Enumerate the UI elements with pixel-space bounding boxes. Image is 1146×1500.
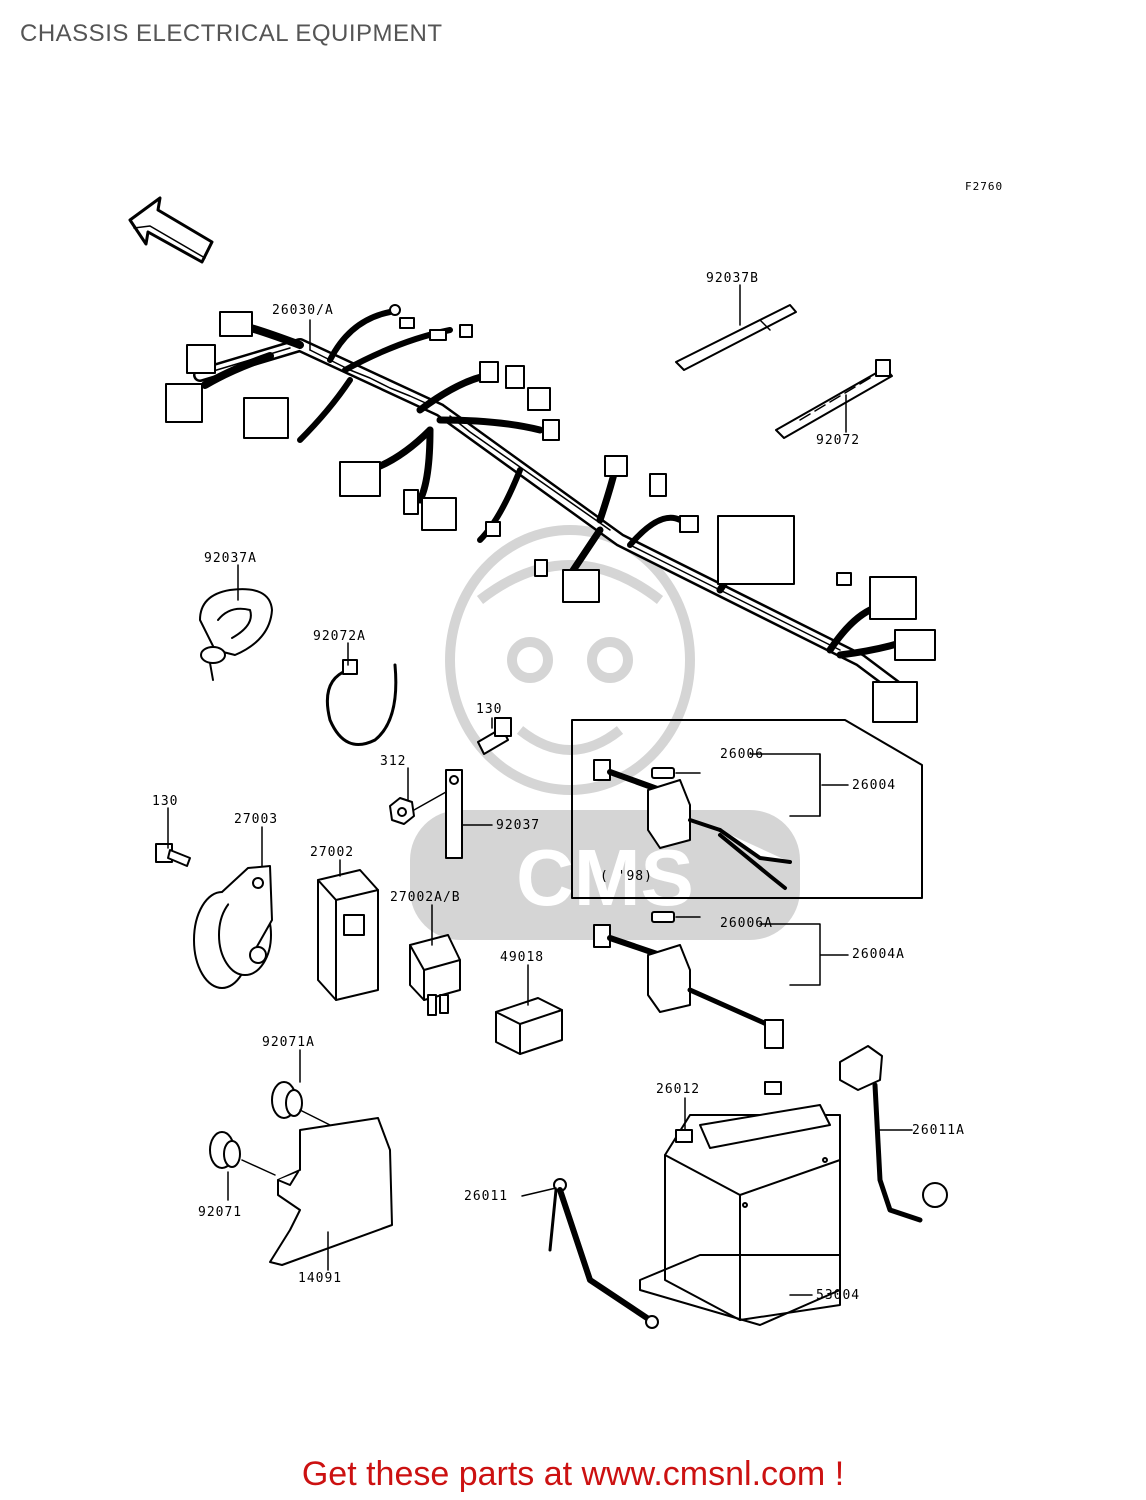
relay-27002: [317, 869, 379, 1001]
relay-27002ab: [409, 934, 461, 1016]
page-title: CHASSIS ELECTRICAL EQUIPMENT: [20, 20, 443, 47]
grommet-92071: [209, 1131, 241, 1169]
part-label-312: 312: [380, 754, 407, 769]
part-label-130-upper: 130: [476, 702, 503, 717]
part-label-26004a: 26004A: [852, 947, 905, 962]
strap-92037b: [675, 304, 797, 371]
part-label-14091: 14091: [298, 1271, 343, 1286]
battery-26012: [664, 1081, 841, 1321]
part-label-92072a: 92072A: [313, 629, 366, 644]
part-label-26006: 26006: [720, 747, 765, 762]
cable-26011a: [839, 1045, 948, 1223]
part-label-26011a: 26011A: [912, 1123, 965, 1138]
horn-27003: [193, 865, 273, 989]
part-label-92071: 92071: [198, 1205, 243, 1220]
variant-box-98: [571, 719, 923, 899]
fuse-holder-26004a: [593, 911, 784, 1049]
part-label-27002ab: 27002A/B: [390, 890, 461, 905]
promo-footer-link[interactable]: Get these parts at www.cmsnl.com !: [301, 1455, 845, 1493]
part-label-53004: 53004: [816, 1288, 861, 1303]
bracket-92037: [445, 769, 463, 859]
clamp-92037a: [199, 588, 273, 681]
cable-tie-loop-92072a: [325, 659, 398, 746]
cable-tie-92072: [775, 359, 893, 439]
part-label-26012: 26012: [656, 1082, 701, 1097]
bolt-130-upper: [477, 717, 512, 755]
part-label-26011: 26011: [464, 1189, 509, 1204]
part-label-92071a: 92071A: [262, 1035, 315, 1050]
part-label-98: ( '98): [600, 869, 653, 884]
cover-14091: [269, 1117, 393, 1266]
part-label-27002: 27002: [310, 845, 355, 860]
cms-watermark-logo: CMS: [410, 525, 800, 940]
part-label-49018: 49018: [500, 950, 545, 965]
part-label-92037: 92037: [496, 818, 541, 833]
part-label-27003: 27003: [234, 812, 279, 827]
fuse-holder-26004: [593, 759, 792, 890]
pad-53004: [639, 1254, 841, 1326]
nut-312: [389, 797, 415, 825]
figure-code: F2760: [965, 180, 1004, 193]
bolt-130-lower: [155, 843, 191, 867]
front-arrow-icon: [128, 196, 214, 264]
part-label-92037a: 92037A: [204, 551, 257, 566]
part-label-92037b: 92037B: [706, 271, 759, 286]
part-label-26006a: 26006A: [720, 916, 773, 931]
part-label-92072: 92072: [816, 433, 861, 448]
part-label-26004: 26004: [852, 778, 897, 793]
part-label-130-lower: 130: [152, 794, 179, 809]
part-label-26030a: 26030/A: [272, 303, 334, 318]
wiring-harness-26030: [193, 309, 914, 697]
connector-49018: [495, 997, 563, 1055]
cable-26011: [548, 1178, 659, 1329]
grommet-92071a: [271, 1081, 303, 1119]
